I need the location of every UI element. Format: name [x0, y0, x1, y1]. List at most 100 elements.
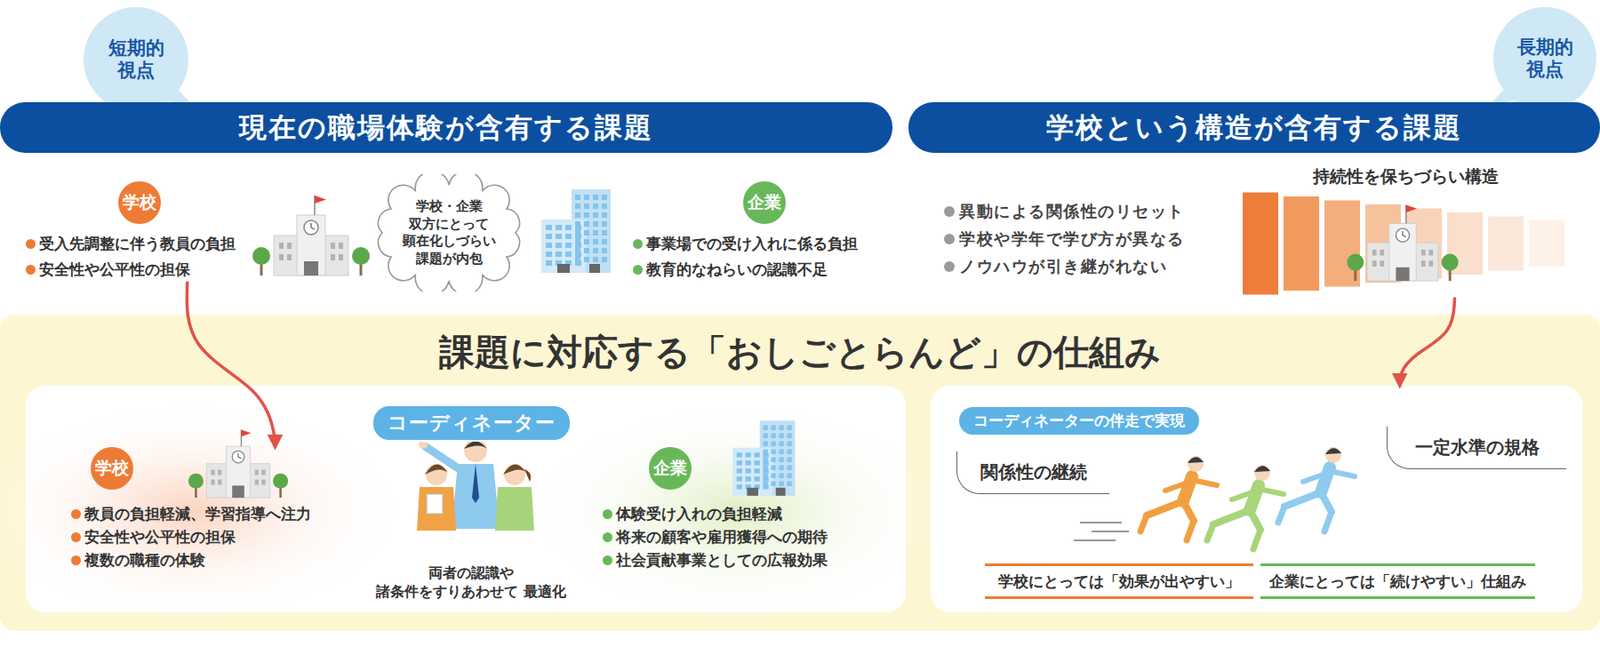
office-icon [770, 473, 776, 479]
school-icon [330, 242, 336, 249]
office-icon [575, 242, 582, 248]
office-icon [584, 194, 590, 200]
runner-figure [1187, 456, 1204, 464]
office-icon [541, 189, 611, 273]
school-icon [1402, 231, 1407, 238]
role-text: 両者の認識や 諸条件をすりあわせて 最適化 [369, 563, 573, 602]
flow-arrow [186, 282, 275, 448]
badge-text: 企業 [653, 456, 688, 480]
bullet-dot [602, 509, 613, 520]
office-icon [736, 468, 743, 473]
school-icon [210, 470, 215, 476]
office-icon [736, 460, 743, 465]
bar-chart [1242, 192, 1565, 296]
glow [533, 404, 943, 618]
runner-figure [1253, 529, 1261, 550]
school-icon [279, 254, 284, 261]
bullet-text: 安全性や公平性の担保 [84, 527, 236, 548]
bullet-text: 複数の職種の体験 [84, 550, 206, 571]
office-icon [545, 251, 552, 257]
school-icon [296, 215, 326, 276]
coordinator-people [425, 464, 448, 486]
office-icon [770, 433, 776, 439]
school-icon [1428, 260, 1433, 267]
group-node: 企業体験受け入れの負担軽減将来の顧客や雇用獲得への期待社会貢献事業としての広報効… [602, 447, 828, 572]
school-icon [1395, 228, 1409, 242]
office-icon [545, 233, 552, 240]
bullet-text: 社会貢献事業としての広報効果 [616, 550, 828, 571]
badge-text: 企業 [747, 191, 782, 215]
school-icon [1389, 223, 1416, 281]
office-icon [778, 465, 784, 471]
runner-figure [1165, 481, 1191, 491]
school-icon [252, 195, 370, 276]
bullet-dot [25, 264, 36, 275]
panel-node: 学校教員の負担軽減、学習指導へ注力安全性や公平性の担保複数の職種の体験コーディネ… [0, 314, 1600, 632]
speech-node: 関係性の継続 [956, 451, 1110, 495]
office-icon [584, 221, 590, 227]
office-icon [786, 457, 792, 463]
cloud-text: 学校・企業 双方にとって 顕在化しづらい 課題が内包 [395, 198, 503, 268]
badge-text: 学校 [95, 456, 129, 480]
office-icon [762, 468, 768, 473]
under-node: 学校にとっては「効果が出やすい」 [984, 563, 1254, 600]
office-icon [736, 476, 743, 481]
glow [0, 404, 400, 618]
school-icon [1372, 249, 1377, 256]
office-icon [584, 248, 590, 254]
office-icon [601, 230, 608, 236]
school-icon [217, 470, 222, 476]
office-icon [770, 465, 776, 471]
office-icon [760, 420, 796, 496]
office-icon [786, 425, 792, 431]
bullet-text: ノウハウが引き継がれない [959, 256, 1168, 278]
office-icon [770, 449, 776, 455]
bullet-row: 体験受け入れの負担軽減 [602, 502, 828, 526]
office-icon [786, 433, 792, 439]
office-icon [584, 239, 590, 245]
bullet-row: 事業場での受け入れに係る負担 [632, 231, 858, 257]
bullet-row: 安全性や公平性の担保 [71, 525, 312, 549]
runner-figure [1325, 447, 1342, 464]
category-badge: 企業 [743, 181, 786, 224]
badge-text: 学校 [122, 191, 157, 215]
school-icon [232, 450, 245, 464]
school-icon [1406, 205, 1417, 214]
office-icon [736, 452, 743, 457]
office-icon [778, 457, 784, 463]
school-icon [1441, 254, 1459, 272]
office-icon [575, 233, 582, 240]
school-icon [238, 453, 241, 459]
office-icon [555, 233, 562, 240]
speech-text: 関係性の継続 [980, 460, 1088, 485]
bullet-dot [944, 261, 955, 272]
school-icon [232, 485, 245, 498]
speed-lines [1091, 530, 1129, 533]
office-icon [770, 441, 776, 447]
office-icon [754, 460, 760, 465]
bullet-row: 安全性や公平性の担保 [25, 256, 236, 283]
office-icon [545, 242, 552, 248]
speed-lines [1080, 521, 1122, 524]
school-icon [225, 446, 250, 498]
bullet-dot [602, 555, 613, 566]
office-icon [762, 441, 768, 447]
bullet-text: 体験受け入れの負担軽減 [616, 504, 783, 525]
school-icon [330, 254, 336, 261]
office-icon [601, 221, 608, 227]
office-icon [786, 449, 792, 455]
runner-figure [1254, 465, 1271, 472]
school-icon [1379, 260, 1384, 267]
office-icon [778, 433, 784, 439]
office-icon [778, 449, 784, 455]
speech-text: 一定水準の規格 [1415, 435, 1540, 460]
office-icon [601, 203, 608, 209]
office-icon [754, 468, 760, 473]
office-icon [786, 465, 792, 471]
bubble-node: 短期的 視点 [83, 7, 189, 112]
bar-chart [1242, 192, 1279, 296]
role-pill: コーディネーター [371, 404, 572, 442]
cloud-node: 学校・企業 双方にとって 顕在化しづらい 課題が内包 [371, 174, 527, 292]
office-icon [770, 481, 776, 487]
